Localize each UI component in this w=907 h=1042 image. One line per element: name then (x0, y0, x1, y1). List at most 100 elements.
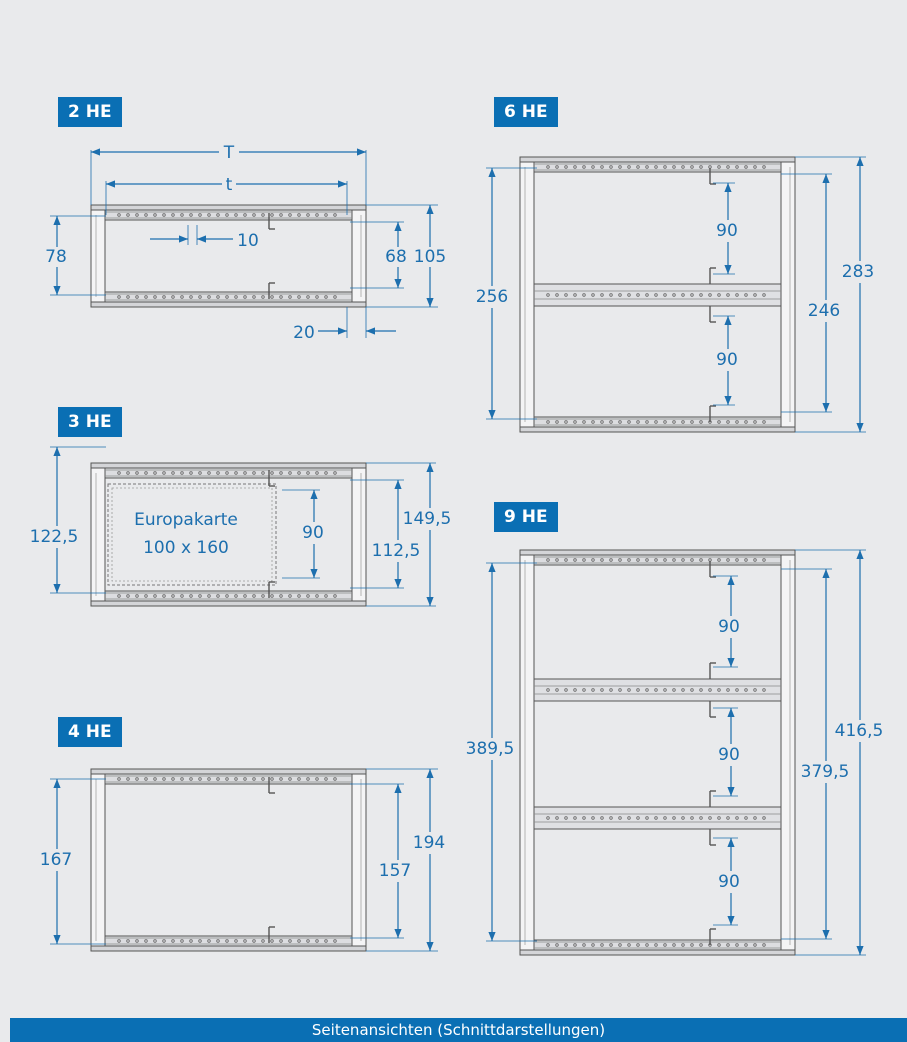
hole (144, 471, 148, 475)
hole (261, 295, 265, 299)
hole (153, 594, 157, 598)
hole (735, 558, 739, 562)
dim-3he-inner: 112,5 (372, 541, 421, 561)
hole (573, 816, 577, 820)
hole (663, 293, 667, 297)
hole (636, 165, 640, 169)
hole (198, 295, 202, 299)
hole (117, 939, 121, 943)
hole (744, 943, 748, 947)
hole (726, 688, 730, 692)
hole (306, 471, 310, 475)
hole (726, 943, 730, 947)
label-mask (475, 286, 509, 308)
eurocard-title: Europakarte (134, 510, 238, 530)
hole (297, 295, 301, 299)
hole (672, 420, 676, 424)
hole (726, 165, 730, 169)
hole (735, 293, 739, 297)
hole (333, 939, 337, 943)
dim-2he-left: 78 (45, 247, 67, 267)
hole (546, 943, 550, 947)
hole (582, 558, 586, 562)
hole (618, 816, 622, 820)
hole (663, 688, 667, 692)
hole (162, 777, 166, 781)
dim-2he-outer: 105 (414, 247, 446, 267)
label-mask (219, 142, 239, 160)
hole (555, 688, 559, 692)
hole (564, 688, 568, 692)
hole (609, 293, 613, 297)
dim-6he-gap1: 90 (716, 221, 738, 241)
hole (288, 295, 292, 299)
hole (753, 816, 757, 820)
hole (708, 688, 712, 692)
hole (288, 471, 292, 475)
hole (144, 777, 148, 781)
label-mask (413, 832, 447, 854)
hole (324, 939, 328, 943)
hole (198, 213, 202, 217)
hole (162, 213, 166, 217)
hole (279, 594, 283, 598)
hole (207, 471, 211, 475)
hole (225, 295, 229, 299)
hole (234, 471, 238, 475)
hole (216, 594, 220, 598)
hole (207, 295, 211, 299)
hole (744, 293, 748, 297)
dim-4he-left: 167 (40, 850, 72, 870)
hole (234, 213, 238, 217)
hole (600, 943, 604, 947)
hole (717, 688, 721, 692)
frame-4he (90, 768, 367, 952)
hole (198, 594, 202, 598)
hole (153, 777, 157, 781)
hole (270, 594, 274, 598)
hole (636, 558, 640, 562)
hole (216, 213, 220, 217)
hole (762, 165, 766, 169)
hole (627, 688, 631, 692)
hole (126, 594, 130, 598)
hole (564, 558, 568, 562)
hole (198, 471, 202, 475)
hole (618, 293, 622, 297)
hole (207, 594, 211, 598)
hole (324, 471, 328, 475)
hole (252, 939, 256, 943)
hole (699, 558, 703, 562)
hole (189, 777, 193, 781)
hole (735, 816, 739, 820)
hole (654, 943, 658, 947)
hole (117, 295, 121, 299)
hole (144, 295, 148, 299)
label-mask (714, 349, 742, 371)
hole (306, 295, 310, 299)
hole (735, 943, 739, 947)
hole (117, 594, 121, 598)
hole (609, 943, 613, 947)
dim-6he-inner: 246 (808, 301, 840, 321)
hole (699, 943, 703, 947)
dim-3he-outer: 149,5 (403, 509, 452, 529)
hole (717, 558, 721, 562)
hole (690, 816, 694, 820)
hole (582, 293, 586, 297)
hole (591, 293, 595, 297)
dim-2he-inner: 68 (385, 247, 407, 267)
dim-3he-left: 122,5 (30, 527, 79, 547)
hole (690, 420, 694, 424)
dimension-lines (30, 142, 884, 956)
hole (762, 293, 766, 297)
hole (663, 558, 667, 562)
hole (645, 558, 649, 562)
hole (333, 777, 337, 781)
hole (618, 165, 622, 169)
hole (672, 816, 676, 820)
hole (582, 420, 586, 424)
hole (726, 293, 730, 297)
hole (180, 471, 184, 475)
hole (144, 939, 148, 943)
